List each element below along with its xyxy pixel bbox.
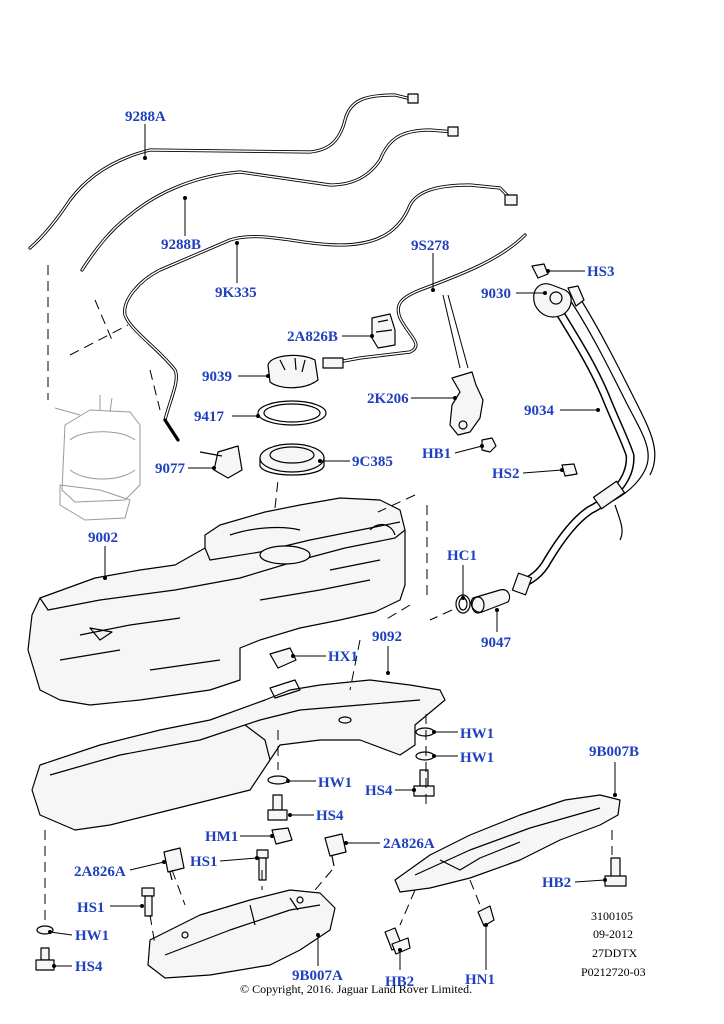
label-HW1-c: HW1 bbox=[318, 775, 352, 791]
label-HW1-a: HW1 bbox=[460, 726, 494, 742]
label-HS4-right: HS4 bbox=[365, 783, 393, 799]
label-HB1: HB1 bbox=[422, 446, 451, 462]
filler-pipe-9034 bbox=[511, 294, 656, 596]
clip-2A826B bbox=[371, 313, 396, 349]
label-9034: 9034 bbox=[524, 403, 555, 419]
reference-code-1: 3100105 bbox=[591, 909, 633, 923]
nut-HN1 bbox=[477, 905, 495, 927]
label-9047: 9047 bbox=[481, 635, 512, 651]
clip-2A826A-left bbox=[163, 847, 185, 881]
label-9288A: 9288A bbox=[125, 109, 166, 125]
label-HM1: HM1 bbox=[205, 829, 238, 845]
leader-lines bbox=[48, 124, 617, 970]
copyright-notice: © Copyright, 2016. Jaguar Land Rover Lim… bbox=[240, 982, 472, 996]
label-HB2-bottom: HB2 bbox=[385, 974, 414, 990]
clip-2A826A-right bbox=[324, 833, 347, 867]
bolt-HB1 bbox=[481, 437, 497, 453]
screw-HS2 bbox=[561, 463, 578, 477]
label-9030: 9030 bbox=[481, 286, 511, 302]
label-2A826A-right: 2A826A bbox=[383, 836, 435, 852]
label-9S278: 9S278 bbox=[411, 238, 449, 254]
label-HB2-right: HB2 bbox=[542, 875, 571, 891]
label-HN1: HN1 bbox=[465, 972, 495, 988]
assembly-lines bbox=[44, 265, 613, 946]
reference-block: 3100105 09-2012 27DDTX P0212720-03 bbox=[581, 909, 646, 979]
nut-HX1 bbox=[269, 647, 297, 669]
label-9C385: 9C385 bbox=[352, 454, 393, 470]
label-9K335: 9K335 bbox=[215, 285, 257, 301]
label-HS1-left: HS1 bbox=[77, 900, 105, 916]
washer-HW1-c bbox=[267, 775, 289, 785]
reference-date: 09-2012 bbox=[593, 927, 633, 941]
label-9417: 9417 bbox=[194, 409, 225, 425]
shield-9B007A bbox=[147, 889, 336, 979]
part-labels: 9288A 9288B 9K335 9S278 HS3 9030 2A826B … bbox=[74, 109, 639, 990]
bracket-2K206 bbox=[449, 371, 484, 436]
hose-9047 bbox=[470, 589, 511, 614]
washer-HW1-b bbox=[415, 751, 435, 761]
label-9B007A: 9B007A bbox=[292, 968, 343, 984]
shield-9B007B bbox=[394, 794, 621, 893]
label-9B007B: 9B007B bbox=[589, 744, 639, 760]
lock-ring-9039 bbox=[267, 354, 319, 389]
bolt-HB2-right bbox=[604, 857, 627, 887]
ghost-pump-assembly bbox=[54, 395, 141, 521]
label-9039: 9039 bbox=[202, 369, 232, 385]
screw-HS3 bbox=[531, 263, 549, 279]
reference-code-3: P0212720-03 bbox=[581, 965, 646, 979]
label-2A826A-left: 2A826A bbox=[74, 864, 126, 880]
fuel-cap-housing-9030 bbox=[533, 283, 585, 318]
screw-HS4-mid bbox=[267, 794, 288, 821]
screw-HS4-left bbox=[35, 947, 55, 971]
label-HS3: HS3 bbox=[587, 264, 615, 280]
seal-9417 bbox=[257, 400, 327, 426]
fuel-line-9S278 bbox=[322, 233, 527, 369]
label-HX1: HX1 bbox=[328, 649, 358, 665]
heat-shield-9092 bbox=[31, 679, 446, 831]
fuel-line-9288A bbox=[28, 93, 419, 250]
ring-9C385 bbox=[259, 443, 325, 476]
label-9288B: 9288B bbox=[161, 237, 201, 253]
reference-code-2: 27DDTX bbox=[592, 946, 638, 960]
bolt-HB2-bottom bbox=[384, 927, 411, 955]
fuel-tank-9002 bbox=[27, 497, 406, 706]
label-HW1-d: HW1 bbox=[75, 928, 109, 944]
label-HS4-mid: HS4 bbox=[316, 808, 344, 824]
label-HS1-right: HS1 bbox=[190, 854, 218, 870]
label-9077: 9077 bbox=[155, 461, 186, 477]
fuel-line-9K335 bbox=[123, 183, 518, 442]
label-2A826B: 2A826B bbox=[287, 329, 338, 345]
label-HS2: HS2 bbox=[492, 466, 520, 482]
washer-HW1-a bbox=[415, 727, 435, 737]
label-HS4-left: HS4 bbox=[75, 959, 103, 975]
screw-HS4-right bbox=[413, 769, 435, 797]
nut-HM1 bbox=[271, 827, 293, 845]
screw-HS1-left bbox=[141, 887, 155, 917]
label-2K206: 2K206 bbox=[367, 391, 409, 407]
bracket-9077 bbox=[199, 445, 243, 479]
label-9092: 9092 bbox=[372, 629, 402, 645]
fuel-line-9288B bbox=[80, 126, 459, 272]
label-HW1-b: HW1 bbox=[460, 750, 494, 766]
label-HC1: HC1 bbox=[447, 548, 477, 564]
label-9002: 9002 bbox=[88, 530, 118, 546]
